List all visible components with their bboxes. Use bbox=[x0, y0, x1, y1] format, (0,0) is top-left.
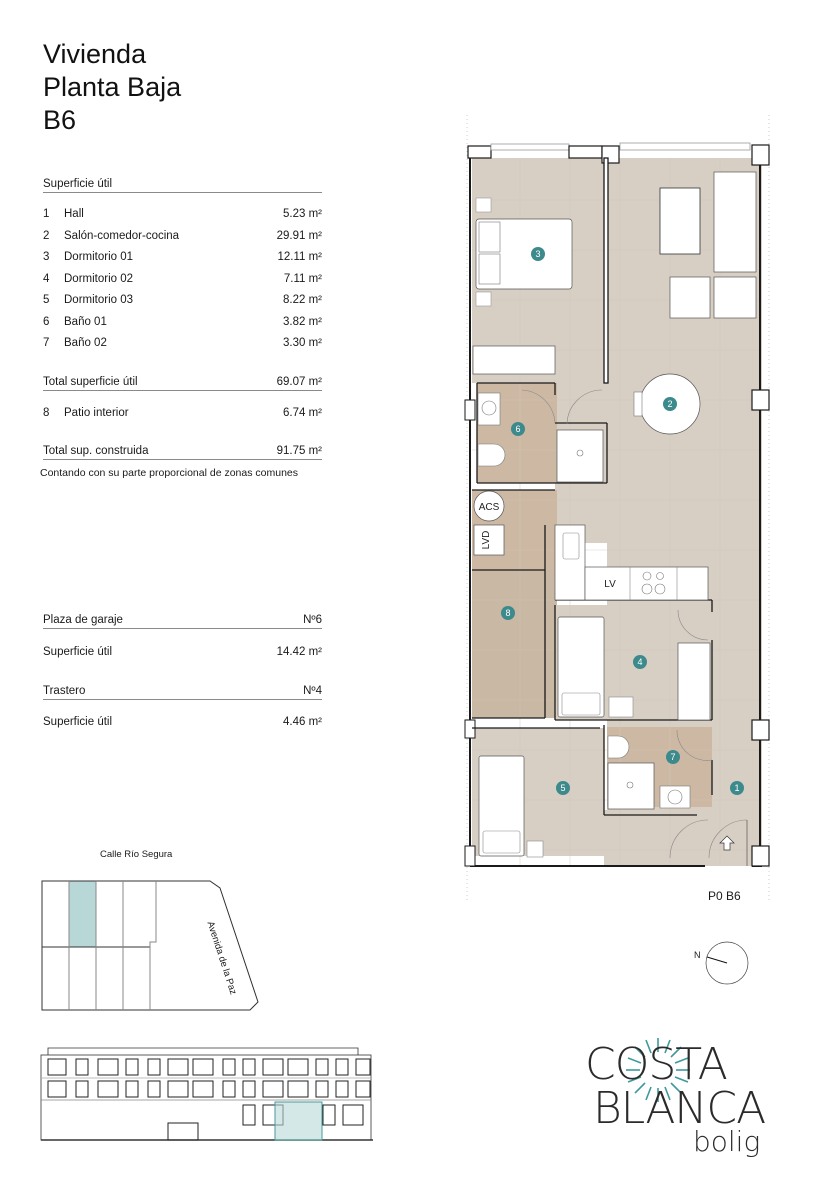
floor-plan: ACS LVD LV 1 2 3 4 5 6 7 8 bbox=[464, 115, 770, 900]
logo-line-3: bolig bbox=[693, 1125, 761, 1158]
title-line-1: Vivienda bbox=[43, 39, 147, 69]
total-util-row: Total superficie útil 69.07 m² bbox=[43, 376, 322, 391]
facade-elevation bbox=[40, 1047, 373, 1141]
total-construida-row: Total sup. construida 91.75 m² bbox=[43, 445, 322, 460]
room-name: Dormitorio 01 bbox=[64, 251, 134, 263]
room-name: Baño 01 bbox=[64, 316, 107, 328]
trastero-heading: Trastero Nº4 bbox=[43, 685, 322, 700]
superficie-heading-label: Superficie útil bbox=[43, 178, 113, 190]
room-number: 2 bbox=[43, 230, 50, 242]
garaje-area-value: 14.42 m² bbox=[276, 646, 322, 658]
acs-label: ACS bbox=[479, 502, 500, 513]
title-line-3: B6 bbox=[43, 105, 77, 135]
garaje-number: Nº6 bbox=[303, 614, 322, 626]
site-plan bbox=[41, 880, 259, 1011]
total-construida-value: 91.75 m² bbox=[276, 445, 322, 457]
room-number: 3 bbox=[43, 251, 50, 263]
room-row: 7 Baño 02 3.30 m² bbox=[43, 337, 322, 349]
room-row: 4 Dormitorio 02 7.11 m² bbox=[43, 273, 322, 285]
room-marker-7: 7 bbox=[670, 752, 675, 762]
patio-row: 8 Patio interior 6.74 m² bbox=[43, 407, 322, 419]
garaje-area-row: Superficie útil 14.42 m² bbox=[43, 646, 322, 658]
room-name: Hall bbox=[64, 208, 84, 220]
room-marker-5: 5 bbox=[560, 783, 565, 793]
trastero-area-value: 4.46 m² bbox=[283, 716, 322, 728]
room-name: Dormitorio 02 bbox=[64, 273, 134, 285]
entrance-arrow-icon bbox=[719, 835, 735, 851]
room-number: 7 bbox=[43, 337, 50, 349]
common-areas-note: Contando con su parte proporcional de zo… bbox=[40, 467, 298, 479]
room-marker-2: 2 bbox=[667, 399, 672, 409]
room-row: 1 Hall 5.23 m² bbox=[43, 208, 322, 220]
north-label: N bbox=[694, 950, 701, 960]
room-row: 5 Dormitorio 03 8.22 m² bbox=[43, 294, 322, 306]
room-marker-3: 3 bbox=[535, 249, 540, 259]
room-number: 8 bbox=[43, 407, 50, 419]
cooktop bbox=[641, 571, 666, 595]
title-line-2: Planta Baja bbox=[43, 72, 182, 102]
room-row: 2 Salón-comedor-cocina 29.91 m² bbox=[43, 230, 322, 242]
costa-blanca-logo: COSTA BLANCA bolig bbox=[583, 1035, 773, 1170]
room-area: 3.82 m² bbox=[283, 316, 322, 328]
total-util-value: 69.07 m² bbox=[276, 376, 322, 388]
patio-floor bbox=[472, 570, 557, 718]
highlighted-unit bbox=[68, 880, 97, 948]
room-area: 5.23 m² bbox=[283, 208, 322, 220]
single-bed-02 bbox=[557, 616, 605, 718]
total-util-label: Total superficie útil bbox=[43, 376, 138, 388]
room-number: 6 bbox=[43, 316, 50, 328]
facade-windows bbox=[47, 1058, 371, 1141]
trastero-number: Nº4 bbox=[303, 685, 322, 697]
page-title: Vivienda Planta Baja B6 bbox=[43, 38, 181, 137]
logo-line-1: COSTA bbox=[585, 1039, 728, 1090]
armchair bbox=[669, 276, 711, 319]
sun-icon bbox=[626, 1038, 690, 1102]
room-marker-1: 1 bbox=[734, 783, 739, 793]
trastero-label: Trastero bbox=[43, 685, 86, 697]
room-area: 12.11 m² bbox=[277, 251, 322, 263]
compass-icon bbox=[705, 941, 749, 985]
room-row: 6 Baño 01 3.82 m² bbox=[43, 316, 322, 328]
superficie-heading: Superficie útil bbox=[43, 178, 322, 193]
garaje-label: Plaza de garaje bbox=[43, 614, 123, 626]
trastero-area-label: Superficie útil bbox=[43, 716, 113, 728]
garaje-area-label: Superficie útil bbox=[43, 646, 113, 658]
room-area: 3.30 m² bbox=[283, 337, 322, 349]
room-area: 29.91 m² bbox=[276, 230, 322, 242]
trastero-area-row: Superficie útil 4.46 m² bbox=[43, 716, 322, 728]
room-name: Salón-comedor-cocina bbox=[64, 230, 180, 242]
street-top-label: Calle Río Segura bbox=[100, 849, 173, 860]
room-area: 8.22 m² bbox=[283, 294, 322, 306]
room-area: 6.74 m² bbox=[283, 407, 322, 419]
room-name: Baño 02 bbox=[64, 337, 107, 349]
room-marker-6: 6 bbox=[515, 424, 520, 434]
room-name: Dormitorio 03 bbox=[64, 294, 134, 306]
room-marker-4: 4 bbox=[637, 657, 642, 667]
total-construida-label: Total sup. construida bbox=[43, 445, 149, 457]
room-marker-8: 8 bbox=[505, 608, 510, 618]
lvd-label: LVD bbox=[481, 531, 492, 550]
lv-label: LV bbox=[604, 579, 616, 590]
room-number: 5 bbox=[43, 294, 50, 306]
sofa bbox=[713, 171, 757, 273]
garaje-heading: Plaza de garaje Nº6 bbox=[43, 614, 322, 629]
entrance-label: P0 B6 bbox=[708, 889, 741, 903]
room-row: 3 Dormitorio 01 12.11 m² bbox=[43, 251, 322, 263]
sofa-table bbox=[659, 187, 701, 255]
room-area: 7.11 m² bbox=[283, 273, 322, 285]
logo-line-2: BLANCA bbox=[593, 1083, 766, 1134]
highlighted-unit-elevation bbox=[274, 1101, 323, 1141]
room-name: Patio interior bbox=[64, 407, 129, 419]
room-number: 1 bbox=[43, 208, 50, 220]
room-number: 4 bbox=[43, 273, 50, 285]
